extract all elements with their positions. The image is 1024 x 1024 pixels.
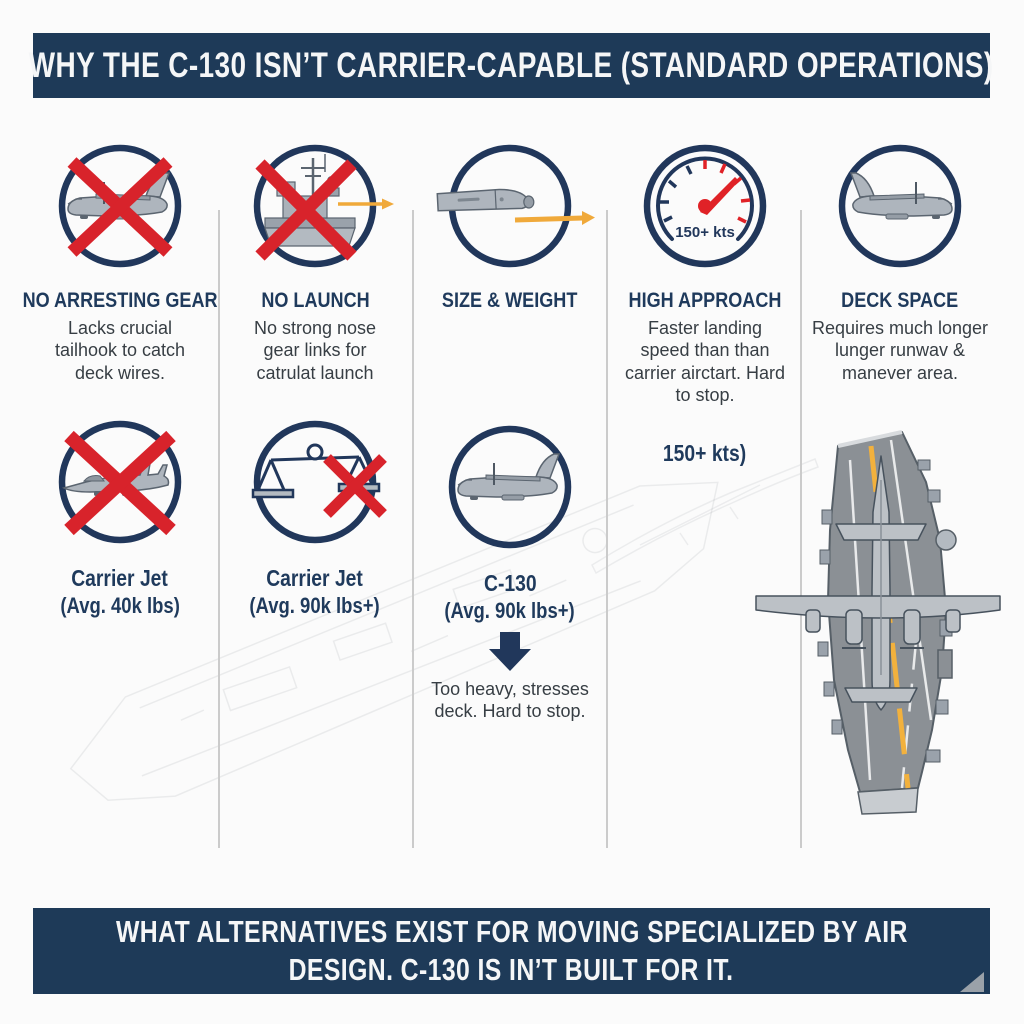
carrier-launch-crossed-icon	[253, 144, 394, 268]
red-x-icon	[64, 430, 176, 536]
reason-column-arresting-gear: NO ARRESTING GEAR Lacks crucial tailhook…	[23, 140, 218, 384]
comparison-c130: C-130 (Avg. 90k lbs+) Too heavy, stresse…	[417, 421, 603, 723]
fighter-jet-crossed-icon	[58, 420, 182, 544]
comparison-note: Too heavy, stresses deck. Hard to stop.	[431, 679, 589, 722]
comparison-title: Carrier Jet	[71, 565, 169, 591]
red-x-icon	[255, 159, 357, 261]
c130-crossed-icon	[58, 144, 182, 268]
comparison-weight: (Avg. 90k lbs+)	[249, 593, 381, 618]
column-divider	[218, 210, 220, 848]
reason-title: HIGH APPROACH	[628, 288, 782, 312]
c130-side-icon	[838, 144, 962, 268]
carrier-deck-top-view	[755, 430, 1001, 815]
reason-body: Faster landing speed than than carrier a…	[624, 318, 786, 405]
reason-body: No strong nose gear links for catrulat l…	[253, 318, 377, 383]
gauge-label: 150+ kts	[675, 224, 735, 241]
comparison-weight: (Avg. 90k lbs+)	[444, 598, 576, 623]
comparison-carrier-jet-light: Carrier Jet (Avg. 40k lbs)	[27, 416, 213, 619]
comparison-title: C-130	[483, 570, 537, 596]
c130-side-icon	[448, 425, 572, 549]
length-arrow-icon	[514, 211, 595, 225]
comparison-weight: (Avg. 40k lbs)	[60, 593, 180, 618]
reason-column-high-approach: 150+ kts HIGH APPROACH Faster landing sp…	[612, 140, 798, 406]
footer-line-1: WHAT ALTERNATIVES EXIST FOR MOVING SPECI…	[115, 914, 908, 949]
page-title: WHY THE C-130 ISN’T CARRIER-CAPABLE (STA…	[29, 45, 995, 85]
reason-column-no-launch: NO LAUNCH No strong nose gear links for …	[222, 140, 408, 384]
header-banner: WHY THE C-130 ISN’T CARRIER-CAPABLE (STA…	[29, 33, 994, 98]
comparison-carrier-jet-heavy: Carrier Jet (Avg. 90k lbs+)	[222, 416, 408, 619]
footer-banner: WHAT ALTERNATIVES EXIST FOR MOVING SPECI…	[33, 908, 990, 994]
comparison-title: Carrier Jet	[266, 565, 364, 591]
c130-top-view-icon	[755, 455, 1001, 711]
corner-triangle-decoration	[960, 972, 984, 992]
reason-title: NO ARRESTING GEAR	[22, 288, 218, 312]
column-divider	[800, 210, 802, 848]
reason-title: NO LAUNCH	[260, 288, 370, 312]
scale-crossed-icon	[251, 420, 387, 544]
reason-title: DECK SPACE	[841, 288, 959, 312]
approach-speed-note: 150+ kts)	[663, 440, 747, 466]
red-x-icon	[67, 157, 173, 257]
column-divider	[606, 210, 608, 848]
reason-body: Requires much longer lunger runwav & man…	[811, 318, 989, 383]
reason-column-size-weight: SIZE & WEIGHT	[417, 140, 603, 312]
launch-arrow-icon	[338, 198, 394, 210]
reason-column-deck-space: DECK SPACE Requires much longer lunger r…	[807, 140, 993, 384]
reason-title: SIZE & WEIGHT	[442, 288, 578, 312]
red-x-icon	[323, 454, 387, 518]
footer-line-2: DESIGN. C-130 IS IN’T BUILT FOR IT.	[289, 952, 734, 987]
fuselage-length-icon	[436, 144, 595, 268]
down-arrow-icon	[489, 632, 531, 671]
speed-gauge-icon: 150+ kts	[643, 144, 767, 268]
column-divider	[412, 210, 414, 848]
reason-body: Lacks crucial tailhook to catch deck wir…	[54, 318, 186, 383]
